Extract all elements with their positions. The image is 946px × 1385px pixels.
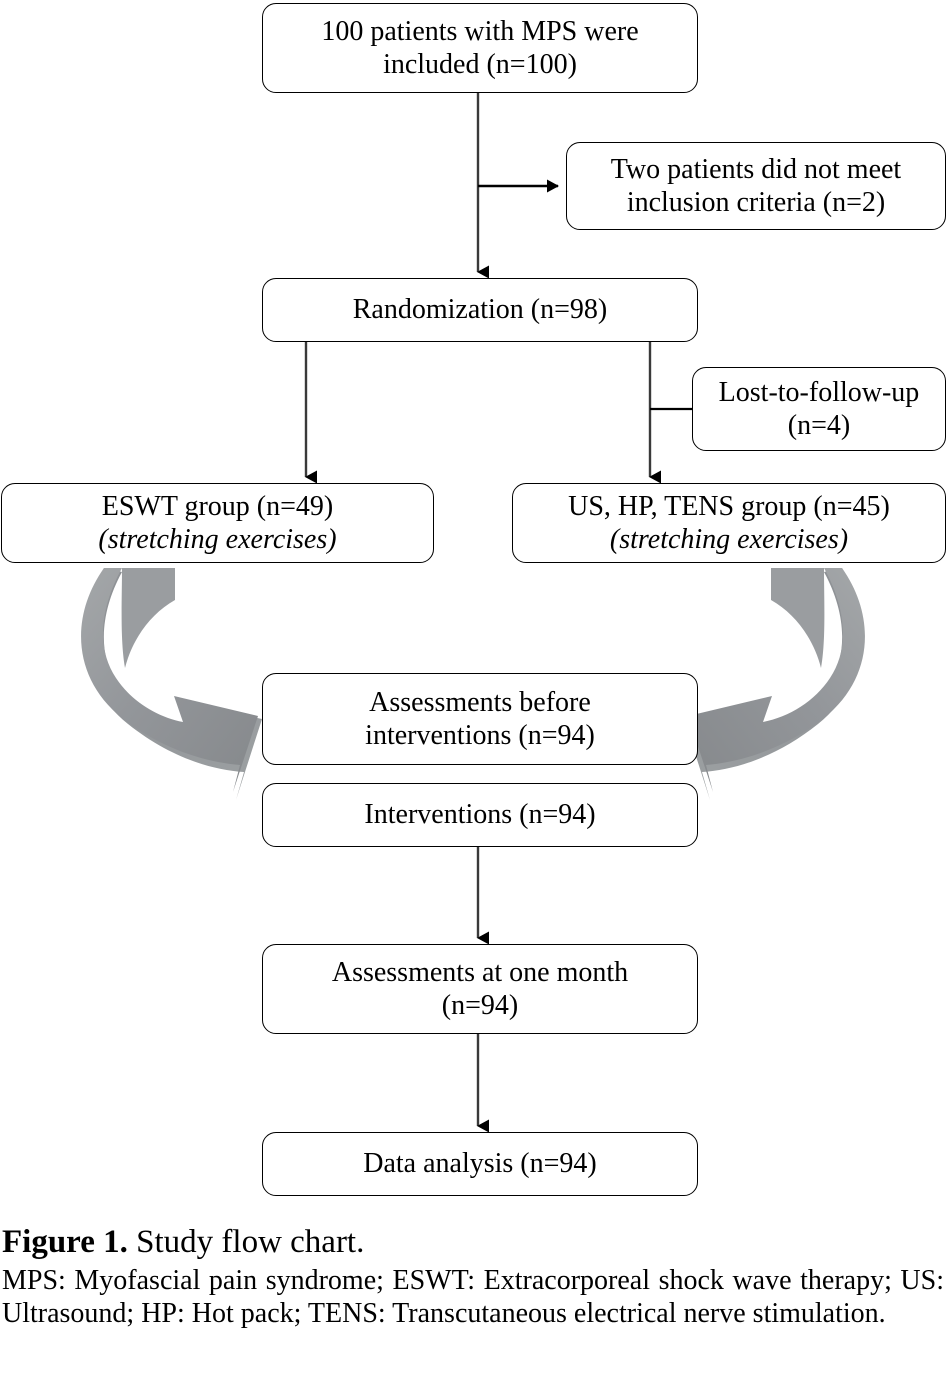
figure-title-text: Study flow chart. xyxy=(136,1224,365,1260)
node-interventions-label: Interventions (n=94) xyxy=(364,799,596,831)
node-eswt-line2: (stretching exercises) xyxy=(98,524,337,555)
curved-arrow-eswt-to-assessments xyxy=(81,568,262,800)
node-assessments-one-month-line2: (n=94) xyxy=(441,990,519,1021)
node-lost-line1: Lost-to-follow-up xyxy=(718,376,920,408)
node-us-hp-tens-line1: US, HP, TENS group (n=45) xyxy=(568,490,890,522)
flowchart-connectors xyxy=(81,93,865,1133)
node-lost-line2: (n=4) xyxy=(787,410,851,441)
node-excluded[interactable]: Two patients did not meet inclusion crit… xyxy=(566,142,946,230)
figure-caption: Figure 1. Study flow chart. MPS: Myofasc… xyxy=(0,1222,946,1330)
figure-caption-title: Figure 1. Study flow chart. xyxy=(2,1222,944,1263)
node-assessments-one-month-line1: Assessments at one month xyxy=(331,956,629,988)
node-interventions[interactable]: Interventions (n=94) xyxy=(262,783,698,847)
node-assessments-before-line1: Assessments before xyxy=(369,686,591,718)
node-included-line2: included (n=100) xyxy=(383,49,577,80)
node-data-analysis-label: Data analysis (n=94) xyxy=(363,1148,597,1180)
node-assessments-one-month[interactable]: Assessments at one month (n=94) xyxy=(262,944,698,1034)
node-data-analysis[interactable]: Data analysis (n=94) xyxy=(262,1132,698,1196)
node-excluded-line2: inclusion criteria (n=2) xyxy=(626,187,886,218)
figure-abbreviations: MPS: Myofascial pain syndrome; ESWT: Ext… xyxy=(2,1264,944,1329)
node-included-line1: 100 patients with MPS were xyxy=(321,15,639,47)
node-lost-to-follow-up[interactable]: Lost-to-follow-up (n=4) xyxy=(692,367,946,451)
node-randomization-label: Randomization (n=98) xyxy=(352,294,608,326)
node-included[interactable]: 100 patients with MPS were included (n=1… xyxy=(262,3,698,93)
curved-arrow-ushptens-to-assessments xyxy=(684,568,865,800)
node-excluded-line1: Two patients did not meet xyxy=(610,153,902,185)
node-assessments-before-line2: interventions (n=94) xyxy=(365,720,595,751)
node-us-hp-tens-group[interactable]: US, HP, TENS group (n=45) (stretching ex… xyxy=(512,483,946,563)
node-assessments-before[interactable]: Assessments before interventions (n=94) xyxy=(262,673,698,765)
figure-label: Figure 1. xyxy=(2,1224,128,1260)
node-us-hp-tens-line2: (stretching exercises) xyxy=(609,524,849,555)
node-eswt-group[interactable]: ESWT group (n=49) (stretching exercises) xyxy=(1,483,434,563)
node-eswt-line1: ESWT group (n=49) xyxy=(101,490,334,522)
node-randomization[interactable]: Randomization (n=98) xyxy=(262,278,698,342)
